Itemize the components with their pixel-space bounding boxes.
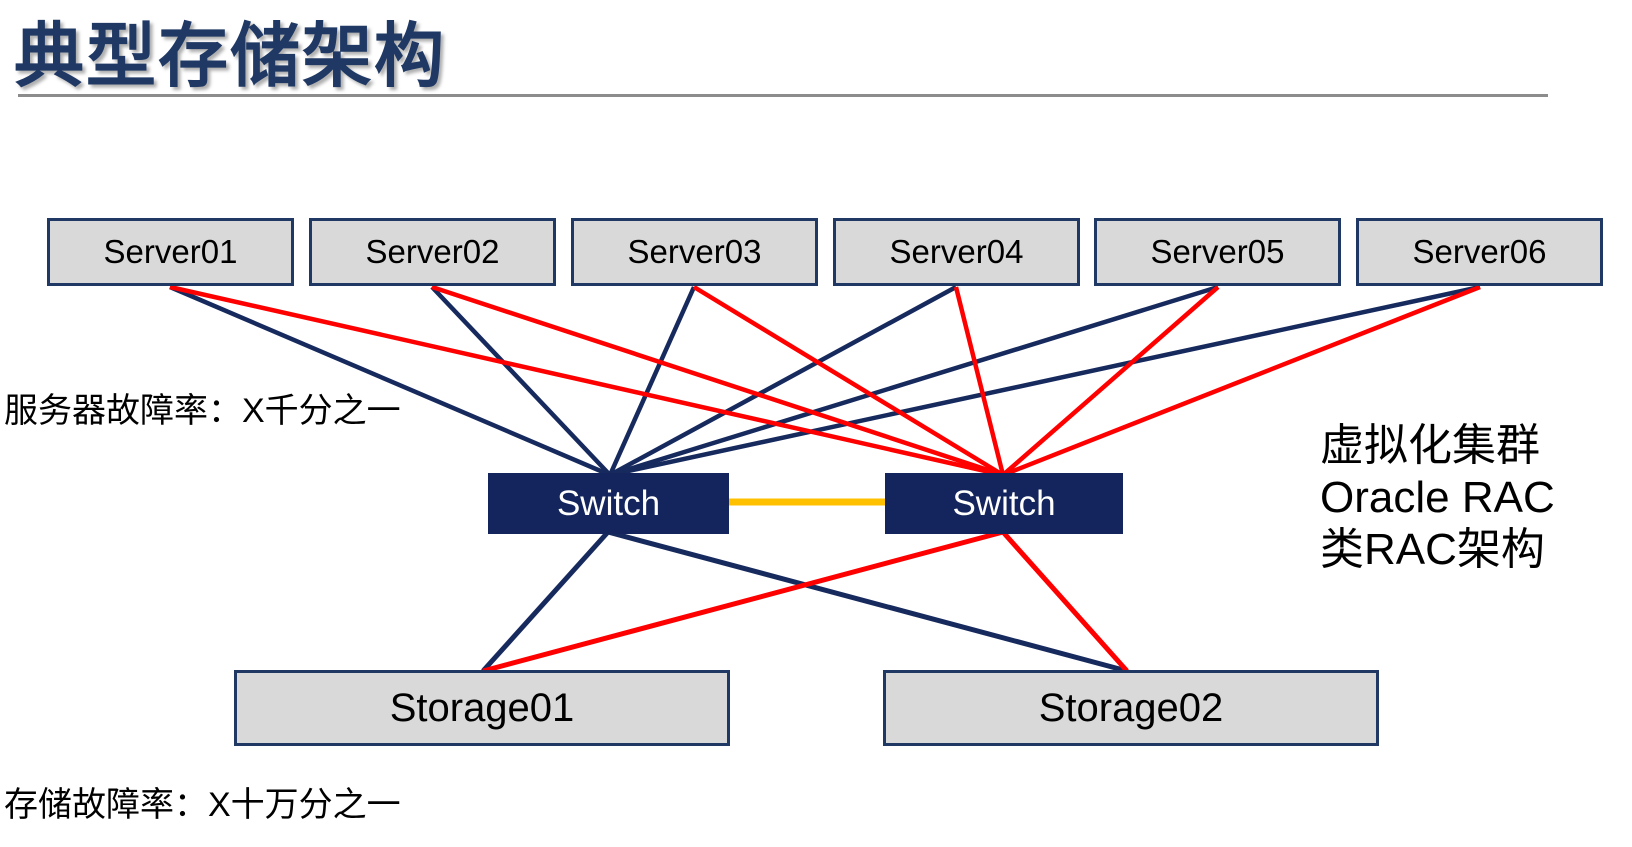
cluster-note-line-1: 虚拟化集群 — [1320, 421, 1540, 470]
cluster-note-line-2: Oracle RAC — [1320, 473, 1555, 522]
edge-server06-switch1 — [609, 284, 1481, 478]
node-server02: Server02 — [309, 218, 556, 286]
node-switch2: Switch — [885, 473, 1123, 534]
edge-server02-switch2 — [431, 284, 1004, 478]
title-divider — [18, 94, 1548, 97]
node-storage01: Storage01 — [234, 670, 730, 746]
edge-server02-switch1 — [430, 285, 612, 477]
node-storage02: Storage02 — [883, 670, 1379, 746]
edge-server03-switch2 — [692, 285, 1005, 477]
cluster-note: 虚拟化集群 Oracle RAC 类RAC架构 — [1320, 420, 1555, 576]
edge-server04-switch2 — [953, 286, 1006, 476]
node-server06: Server06 — [1356, 218, 1603, 286]
page-title: 典型存储架构 — [14, 17, 446, 95]
node-server04: Server04 — [833, 218, 1080, 286]
edge-server01-switch2 — [169, 284, 1004, 478]
edge-server05-switch1 — [609, 284, 1219, 478]
edge-switch1-storage02 — [607, 529, 1128, 674]
edge-server04-switch1 — [608, 285, 958, 477]
node-server01: Server01 — [47, 218, 294, 286]
node-server03: Server03 — [571, 218, 818, 286]
cluster-note-line-3: 类RAC架构 — [1320, 525, 1545, 574]
node-server05: Server05 — [1094, 218, 1341, 286]
edge-server06-switch2 — [1002, 284, 1481, 478]
server-failure-rate-label: 服务器故障率：X千分之一 — [4, 392, 401, 430]
storage-failure-rate-label: 存储故障率：X十万分之一 — [4, 786, 401, 824]
edge-switch2-storage02 — [1001, 530, 1129, 673]
edge-switch1-storage01 — [481, 530, 610, 673]
edge-server05-switch2 — [1001, 285, 1220, 477]
edge-server01-switch1 — [169, 284, 611, 478]
node-switch1: Switch — [488, 473, 729, 534]
edge-server03-switch1 — [607, 286, 697, 476]
edge-switch2-storage01 — [482, 529, 1004, 674]
